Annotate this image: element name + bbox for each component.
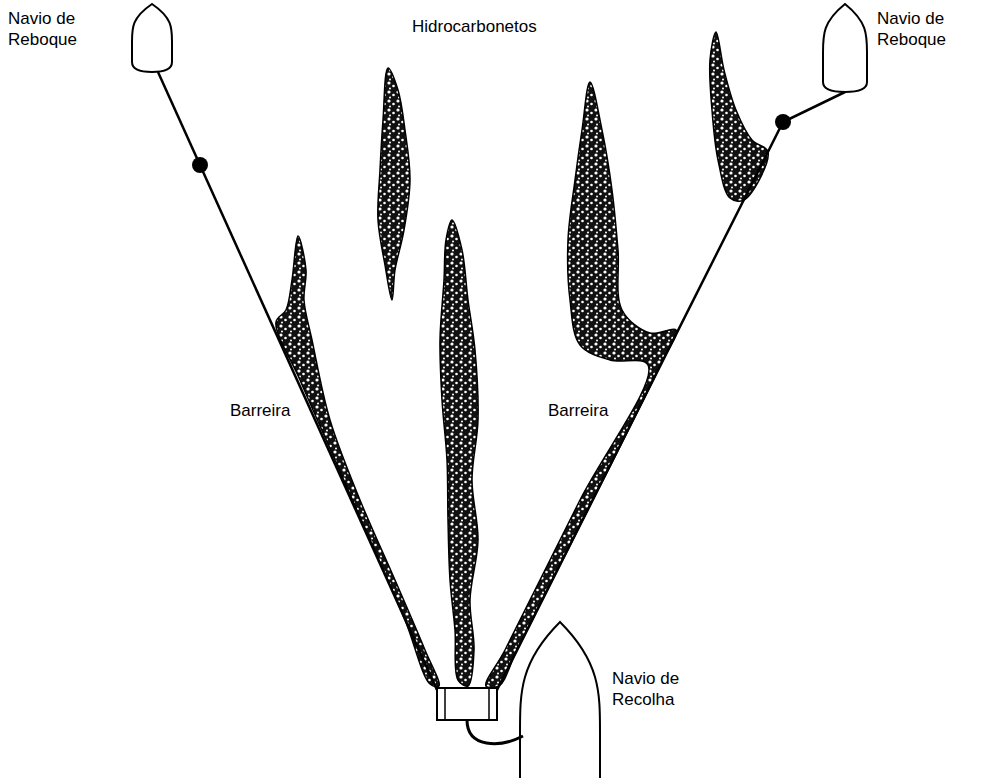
boom-label: Barreira: [548, 400, 608, 421]
oil-slick: [276, 236, 440, 687]
ship-label: Navio de Reboque: [8, 8, 108, 50]
skimmer: [437, 688, 497, 720]
ship-outline: [520, 622, 600, 778]
boom-label: Barreira: [230, 400, 290, 421]
ship-label: Navio de Recolha: [612, 668, 712, 710]
oil-slick: [486, 82, 677, 688]
oil-slick: [710, 32, 769, 201]
boom-line: [497, 92, 845, 690]
buoy-dot: [775, 114, 791, 130]
slick-label: Hidrocarbonetos: [412, 16, 537, 37]
oil-slick: [378, 68, 410, 300]
ship-label: Navio de Reboque: [877, 8, 977, 50]
skimmer-inner: [445, 688, 489, 720]
boom-line: [158, 72, 437, 690]
ship-outline: [132, 4, 172, 72]
oil-slick: [440, 220, 478, 686]
buoy-dot: [192, 157, 208, 173]
ship-outline: [823, 4, 867, 92]
hose: [467, 720, 523, 744]
